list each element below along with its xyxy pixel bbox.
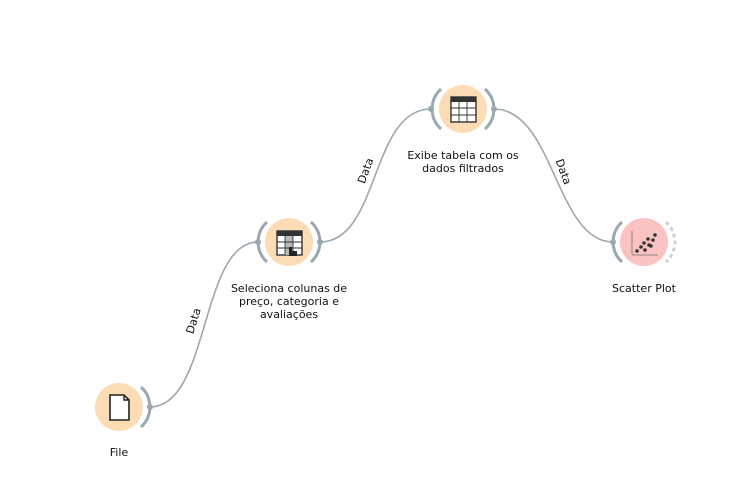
document-icon xyxy=(109,394,130,421)
node-label-data-table: Exibe tabela com os dados filtrados xyxy=(407,149,519,175)
input-anchor-select[interactable] xyxy=(255,239,261,245)
node-label-select-columns: Seleciona colunas de preço, categoria e … xyxy=(230,282,348,321)
link-table-to-scatter[interactable] xyxy=(493,108,614,243)
output-connector-scatter[interactable] xyxy=(664,220,677,264)
output-anchor-file[interactable] xyxy=(147,404,153,410)
node-file[interactable] xyxy=(95,383,153,431)
node-select-columns[interactable] xyxy=(255,218,323,266)
link-label-3: Data xyxy=(553,157,574,186)
link-label-1: Data xyxy=(184,307,204,336)
table-icon xyxy=(450,96,477,123)
table-cursor-icon xyxy=(276,230,303,256)
scatter-plot-icon xyxy=(631,231,658,256)
input-anchor-scatter[interactable] xyxy=(610,239,616,245)
node-scatter-plot[interactable] xyxy=(610,218,677,266)
node-label-file: File xyxy=(109,446,129,459)
output-anchor-select[interactable] xyxy=(317,239,323,245)
link-select-to-table[interactable] xyxy=(319,108,432,243)
input-anchor-table[interactable] xyxy=(428,106,434,112)
link-file-to-select[interactable] xyxy=(149,241,259,408)
node-data-table[interactable] xyxy=(428,85,497,133)
node-label-scatter-plot: Scatter Plot xyxy=(612,282,676,295)
output-anchor-table[interactable] xyxy=(491,106,497,112)
